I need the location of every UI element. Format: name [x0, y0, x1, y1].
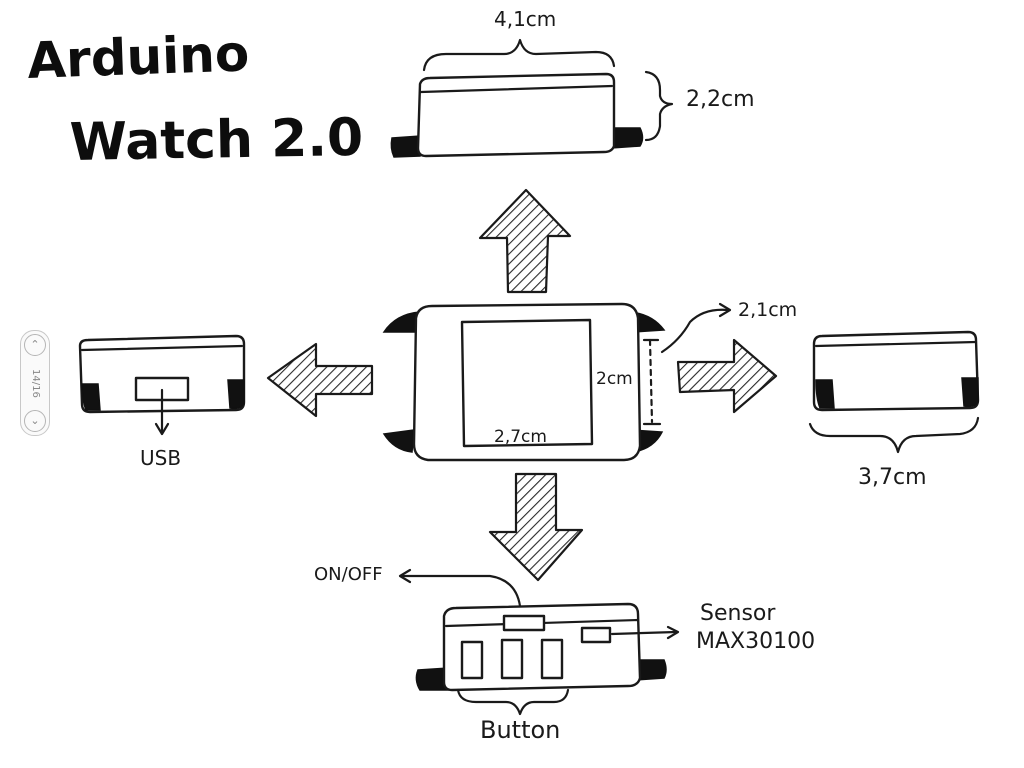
right-width-label: 3,7cm — [858, 465, 927, 490]
lug-bottom-left — [382, 429, 415, 453]
on-off-switch — [502, 614, 546, 632]
top-height-label: 2,2cm — [686, 87, 755, 112]
top-width-label: 4,1cm — [494, 7, 556, 31]
depth-callout-arrowhead — [718, 302, 732, 318]
top-width-brace — [422, 38, 616, 72]
title-line-2: Watch 2.0 — [69, 108, 364, 173]
button-2 — [500, 638, 524, 680]
center-width-label: 2,7cm — [494, 427, 547, 447]
bottom-strap-right — [635, 659, 667, 681]
sensor-pointer — [610, 630, 678, 636]
strap-left — [390, 135, 421, 158]
left-view-foot-left — [81, 383, 101, 411]
center-depth-marker — [648, 338, 654, 424]
top-height-brace — [644, 70, 674, 142]
on-off-pointer — [400, 574, 522, 608]
right-view-foot-left — [815, 379, 835, 409]
button-label: Button — [480, 716, 560, 744]
left-view-foot-right — [227, 379, 245, 410]
sensor-label-line-2: MAX30100 — [696, 629, 815, 654]
top-view: 4,1cm 2,2cm — [390, 7, 755, 158]
button-brace — [456, 688, 570, 716]
bottom-strap-left — [415, 667, 449, 691]
right-width-brace — [808, 416, 980, 454]
arrow-right-icon — [676, 338, 778, 414]
lug-top-left — [382, 311, 421, 333]
depth-label: 2,1cm — [738, 299, 797, 321]
bottom-view: ON/OFF Sensor MAX30100 Button — [314, 564, 815, 744]
page-navigator: ⌃ 14/16 ⌄ — [20, 330, 50, 436]
left-view-edge — [80, 344, 244, 352]
top-view-edge — [419, 84, 614, 94]
title-line-1: Arduino — [26, 24, 250, 90]
top-view-body — [416, 72, 616, 158]
depth-callout-line — [660, 308, 730, 354]
usb-label: USB — [140, 446, 181, 470]
on-off-label: ON/OFF — [314, 564, 383, 585]
strap-right — [611, 127, 644, 149]
usb-pointer-head — [154, 422, 170, 436]
right-view-foot-right — [961, 377, 979, 408]
sensor-label-line-1: Sensor — [700, 601, 776, 626]
arrow-up-icon — [478, 188, 572, 294]
on-off-pointer-head — [398, 568, 412, 584]
page-indicator: 14/16 — [30, 368, 41, 398]
center-view: 2cm 2,7cm 2,1cm — [382, 299, 797, 462]
right-view-edge — [814, 340, 978, 348]
arrow-down-icon — [488, 472, 584, 582]
right-view: 3,7cm — [808, 330, 980, 490]
sensor-pointer-head — [666, 625, 680, 640]
sensor-window — [580, 626, 612, 644]
arrow-left-icon — [266, 342, 374, 418]
center-screen — [460, 318, 594, 448]
chevron-up-icon[interactable]: ⌃ — [24, 334, 46, 356]
chevron-down-icon[interactable]: ⌄ — [24, 410, 46, 432]
left-view: USB — [78, 334, 246, 470]
button-1 — [460, 640, 484, 680]
center-height-label: 2cm — [596, 369, 633, 389]
button-3 — [540, 638, 564, 680]
